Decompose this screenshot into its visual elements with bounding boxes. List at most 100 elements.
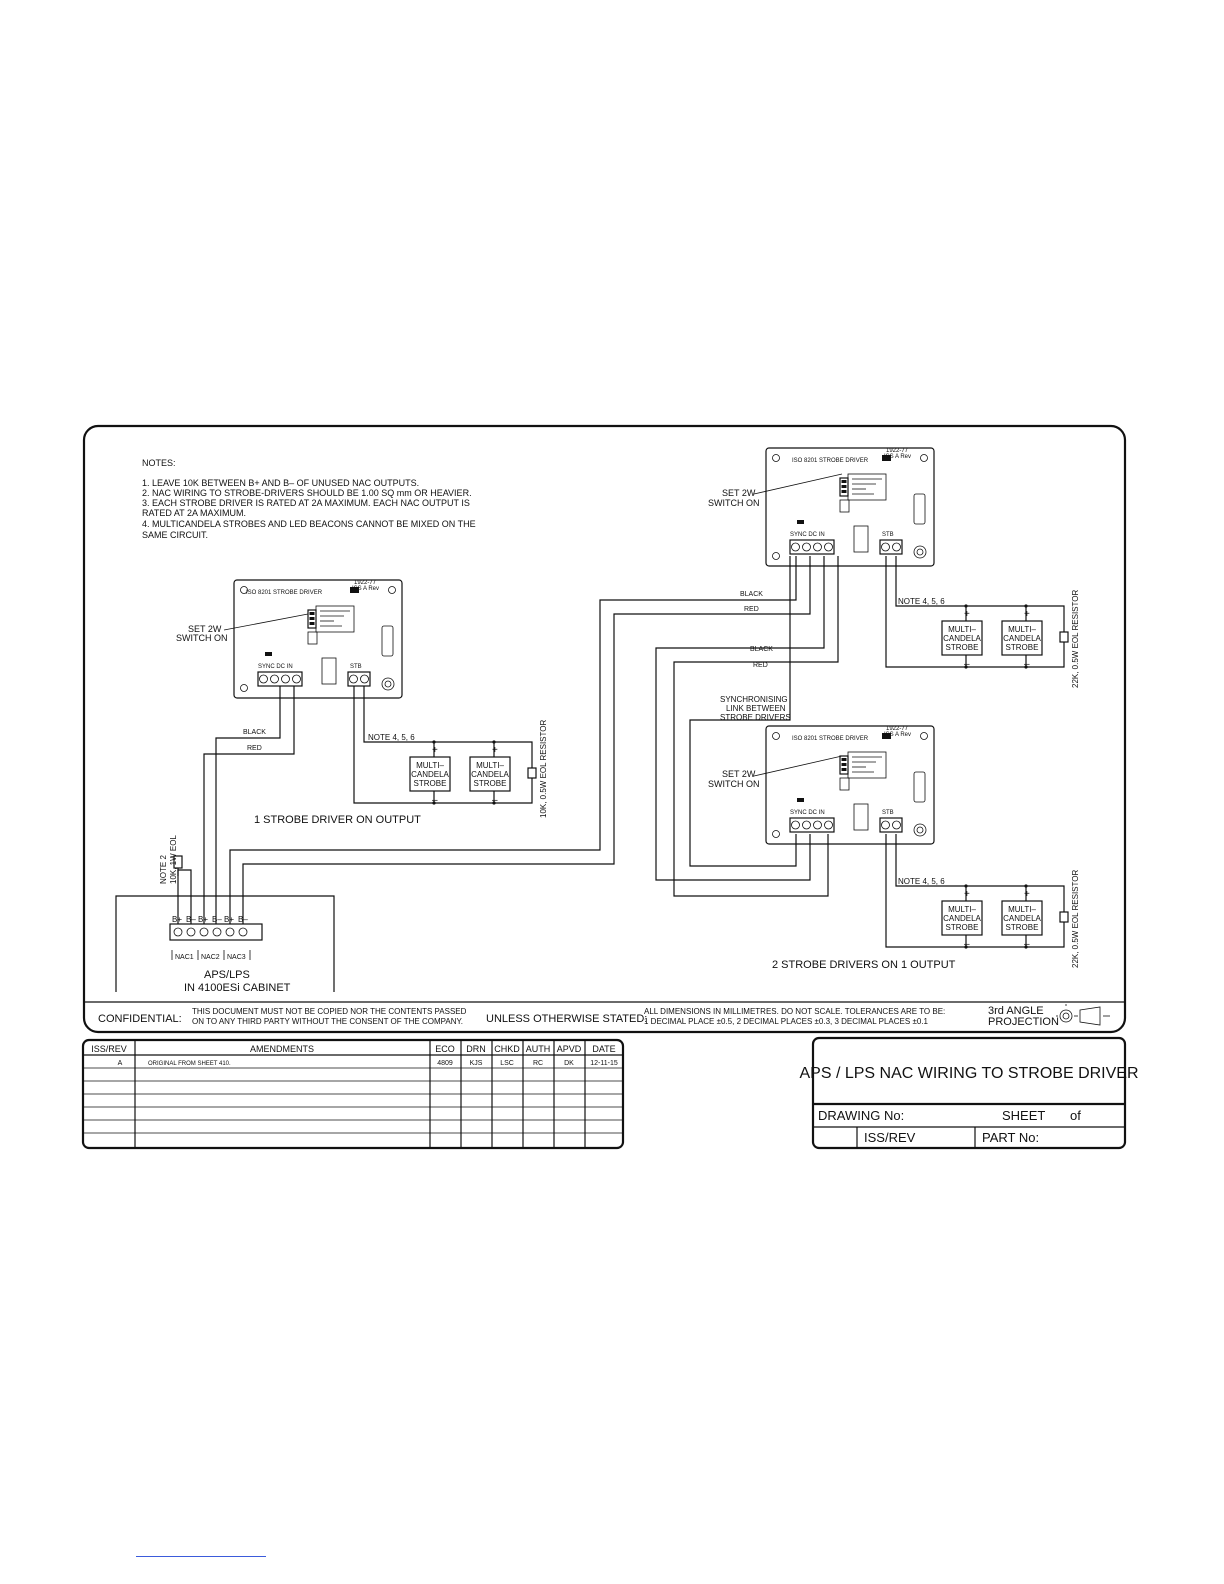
svg-text:–: –	[432, 795, 438, 806]
wire-red-left: RED	[247, 745, 262, 752]
svg-text:+: +	[492, 745, 498, 756]
svg-text:1922-77: 1922-77	[886, 726, 909, 732]
strobe-left-1: MULTI– CANDELA STROBE + –	[409, 745, 451, 806]
svg-text:CANDELA: CANDELA	[1003, 634, 1041, 643]
svg-text:DK: DK	[564, 1060, 574, 1067]
svg-text:CANDELA: CANDELA	[1003, 914, 1041, 923]
set-switch-label-left: SET 2W	[188, 624, 222, 634]
svg-text:MULTI–: MULTI–	[948, 905, 976, 914]
svg-text:ISO 8201 STROBE DRIVER: ISO 8201 STROBE DRIVER	[792, 736, 869, 742]
drawing-no-label: DRAWING No:	[818, 1108, 904, 1123]
switch-on-label-bottom: SWITCH ON	[708, 779, 760, 789]
sync-label-1: SYNCHRONISING	[720, 695, 788, 704]
footer-separator-line	[136, 1556, 266, 1557]
sync-label-3: STROBE DRIVERS	[720, 713, 791, 722]
note-line-6: SAME CIRCUIT.	[142, 530, 208, 540]
svg-text:STROBE: STROBE	[474, 779, 507, 788]
eol-resistor-top: 22K, 0.5W EOL RESISTOR	[1071, 590, 1080, 688]
projection-line-2: PROJECTION	[988, 1016, 1059, 1028]
wire-black-top: BLACK	[740, 591, 763, 598]
svg-text:RC: RC	[533, 1060, 543, 1067]
svg-text:MULTI–: MULTI–	[1008, 625, 1036, 634]
svg-text:–: –	[1024, 659, 1030, 670]
strobe-left-2: MULTI– CANDELA STROBE + –	[469, 745, 511, 806]
set-switch-label-bottom: SET 2W	[722, 769, 756, 779]
caption-one-driver: 1 STROBE DRIVER ON OUTPUT	[254, 814, 421, 826]
strobe-bottom-right-1: MULTI– CANDELA STROBE + –	[941, 889, 983, 950]
svg-text:STB: STB	[882, 532, 894, 538]
board-title: ISO 8201 STROBE DRIVER	[246, 590, 323, 596]
svg-text:B–: B–	[212, 915, 222, 924]
board-rev: ISS A Rev	[352, 586, 379, 592]
svg-text:CANDELA: CANDELA	[943, 914, 981, 923]
svg-text:+: +	[1024, 609, 1030, 620]
svg-text:MULTI–: MULTI–	[416, 761, 444, 770]
svg-text:KJS: KJS	[470, 1060, 483, 1067]
panel-name: APS/LPS	[204, 969, 250, 981]
caption-two-drivers: 2 STROBE DRIVERS ON 1 OUTPUT	[772, 959, 956, 971]
note-456-left: NOTE 4, 5, 6	[368, 733, 415, 742]
svg-text:12-11-15: 12-11-15	[590, 1060, 618, 1067]
svg-text:STROBE: STROBE	[946, 923, 979, 932]
wire-black-mid: BLACK	[750, 646, 773, 653]
strobe-bottom-right-2: MULTI– CANDELA STROBE + –	[1001, 889, 1043, 950]
svg-text:B+: B+	[224, 915, 234, 924]
note-456-bottom: NOTE 4, 5, 6	[898, 877, 945, 886]
switch-on-label-top: SWITCH ON	[708, 498, 760, 508]
third-angle-projection-icon	[1056, 1004, 1110, 1026]
dimension-line-1: ALL DIMENSIONS IN MILLIMETRES. DO NOT SC…	[644, 1007, 945, 1016]
confidential-label: CONFIDENTIAL:	[98, 1013, 182, 1025]
drawing-frame	[82, 424, 1127, 1034]
projection-line-1: 3rd ANGLE	[988, 1005, 1044, 1017]
note2-eol: 10K, 1W EOL	[169, 835, 178, 884]
svg-text:B+: B+	[198, 915, 208, 924]
note-line-2: 2. NAC WIRING TO STROBE-DRIVERS SHOULD B…	[142, 488, 472, 498]
svg-text:+: +	[432, 745, 438, 756]
svg-text:STROBE: STROBE	[946, 643, 979, 652]
panel-cabinet: IN 4100ESi CABINET	[184, 982, 291, 994]
title-block: APS / LPS NAC WIRING TO STROBE DRIVER DR…	[799, 1036, 1139, 1150]
sync-label-2: LINK BETWEEN	[726, 704, 786, 713]
svg-text:MULTI–: MULTI–	[948, 625, 976, 634]
svg-text:+: +	[964, 889, 970, 900]
svg-text:–: –	[492, 795, 498, 806]
svg-text:ISS A Rev: ISS A Rev	[884, 454, 911, 460]
notes-heading: NOTES:	[142, 458, 176, 468]
strobe-driver-board-left: ISO 8201 STROBE DRIVER 1922-77 ISS A Rev…	[233, 579, 403, 699]
wire-red-top: RED	[744, 606, 759, 613]
strobe-driver-board-bottom-right: ISO 8201 STROBE DRIVER 1922-77 ISS A Rev…	[765, 725, 935, 845]
svg-text:SYNC DC IN: SYNC DC IN	[790, 810, 825, 816]
svg-text:STROBE: STROBE	[1006, 923, 1039, 932]
note-456-top: NOTE 4, 5, 6	[898, 597, 945, 606]
drawing-title: APS / LPS NAC WIRING TO STROBE DRIVER	[799, 1065, 1138, 1082]
header-auth: AUTH	[526, 1044, 551, 1054]
header-iss-rev: ISS/REV	[91, 1044, 127, 1054]
strobe-top-right-1: MULTI– CANDELA STROBE + –	[941, 609, 983, 670]
note-line-1: 1. LEAVE 10K BETWEEN B+ AND B– OF UNUSED…	[142, 478, 419, 488]
sheet-of-label: of	[1070, 1108, 1081, 1123]
board-terminals-in: SYNC DC IN	[258, 664, 293, 670]
svg-text:MULTI–: MULTI–	[476, 761, 504, 770]
header-amendments: AMENDMENTS	[250, 1044, 314, 1054]
note-line-3: 3. EACH STROBE DRIVER IS RATED AT 2A MAX…	[142, 498, 470, 508]
svg-text:STROBE: STROBE	[414, 779, 447, 788]
svg-text:STROBE: STROBE	[1006, 643, 1039, 652]
svg-text:ORIGINAL FROM SHEET 410.: ORIGINAL FROM SHEET 410.	[148, 1061, 231, 1067]
svg-text:A: A	[118, 1060, 123, 1067]
svg-text:B+: B+	[172, 915, 182, 924]
eol-resistor-bottom: 22K, 0.5W EOL RESISTOR	[1071, 870, 1080, 968]
dimension-line-2: 1 DECIMAL PLACE ±0.5, 2 DECIMAL PLACES ±…	[644, 1017, 929, 1026]
notes-block: NOTES: 1. LEAVE 10K BETWEEN B+ AND B– OF…	[142, 458, 476, 540]
amendments-table: ISS/REV AMENDMENTS ECO DRN CHKD AUTH APV…	[81, 1038, 625, 1150]
svg-text:–: –	[964, 659, 970, 670]
svg-text:SYNC DC IN: SYNC DC IN	[790, 532, 825, 538]
svg-text:4809: 4809	[437, 1060, 453, 1067]
svg-text:NAC2: NAC2	[201, 954, 220, 961]
board-terminals-out: STB	[350, 664, 362, 670]
iss-rev-label: ISS/REV	[864, 1130, 916, 1145]
svg-text:ISO 8201 STROBE DRIVER: ISO 8201 STROBE DRIVER	[792, 458, 869, 464]
header-date: DATE	[592, 1044, 615, 1054]
svg-text:NAC1: NAC1	[175, 954, 194, 961]
note-line-5: 4. MULTICANDELA STROBES AND LED BEACONS …	[142, 519, 476, 529]
